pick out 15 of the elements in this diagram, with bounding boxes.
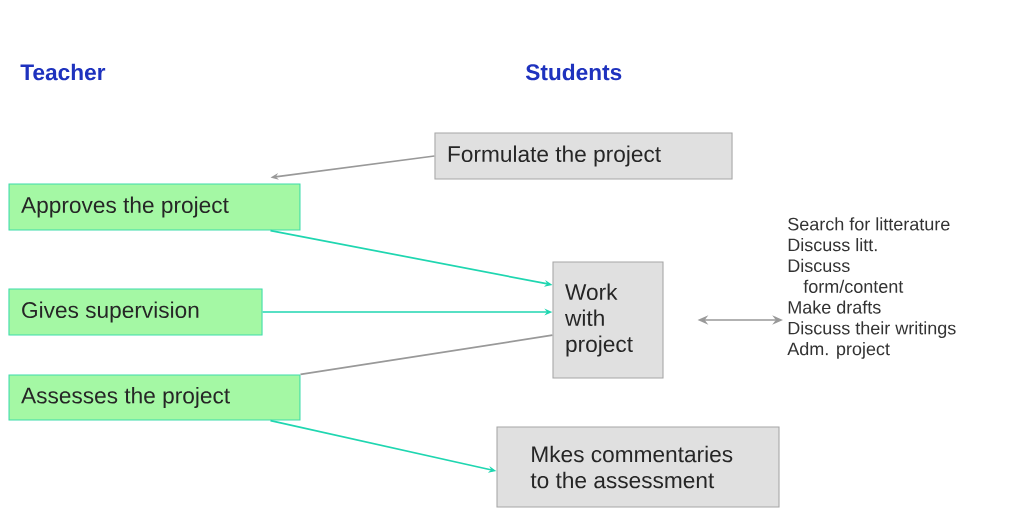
list-item: Discuss form/content — [788, 258, 904, 293]
heading: Students — [525, 63, 622, 81]
connector-line — [299, 334, 554, 376]
list-item: Discuss their writings — [788, 321, 956, 339]
heading: Teacher — [20, 63, 106, 81]
process-box: Assesses the project — [8, 374, 301, 421]
list-item: Discuss litt. — [788, 238, 877, 252]
process-box: Approves the project — [8, 183, 301, 231]
list-item: Make drafts — [788, 300, 881, 314]
list-item: Search for litterature — [788, 217, 950, 231]
process-box: Gives supervision — [8, 288, 263, 336]
process-box: Mkes commentaries to the assessment — [496, 426, 780, 508]
process-box: Work with project — [552, 261, 664, 379]
list-item: Adm. project — [787, 342, 890, 359]
process-box: Formulate the project — [434, 132, 733, 180]
